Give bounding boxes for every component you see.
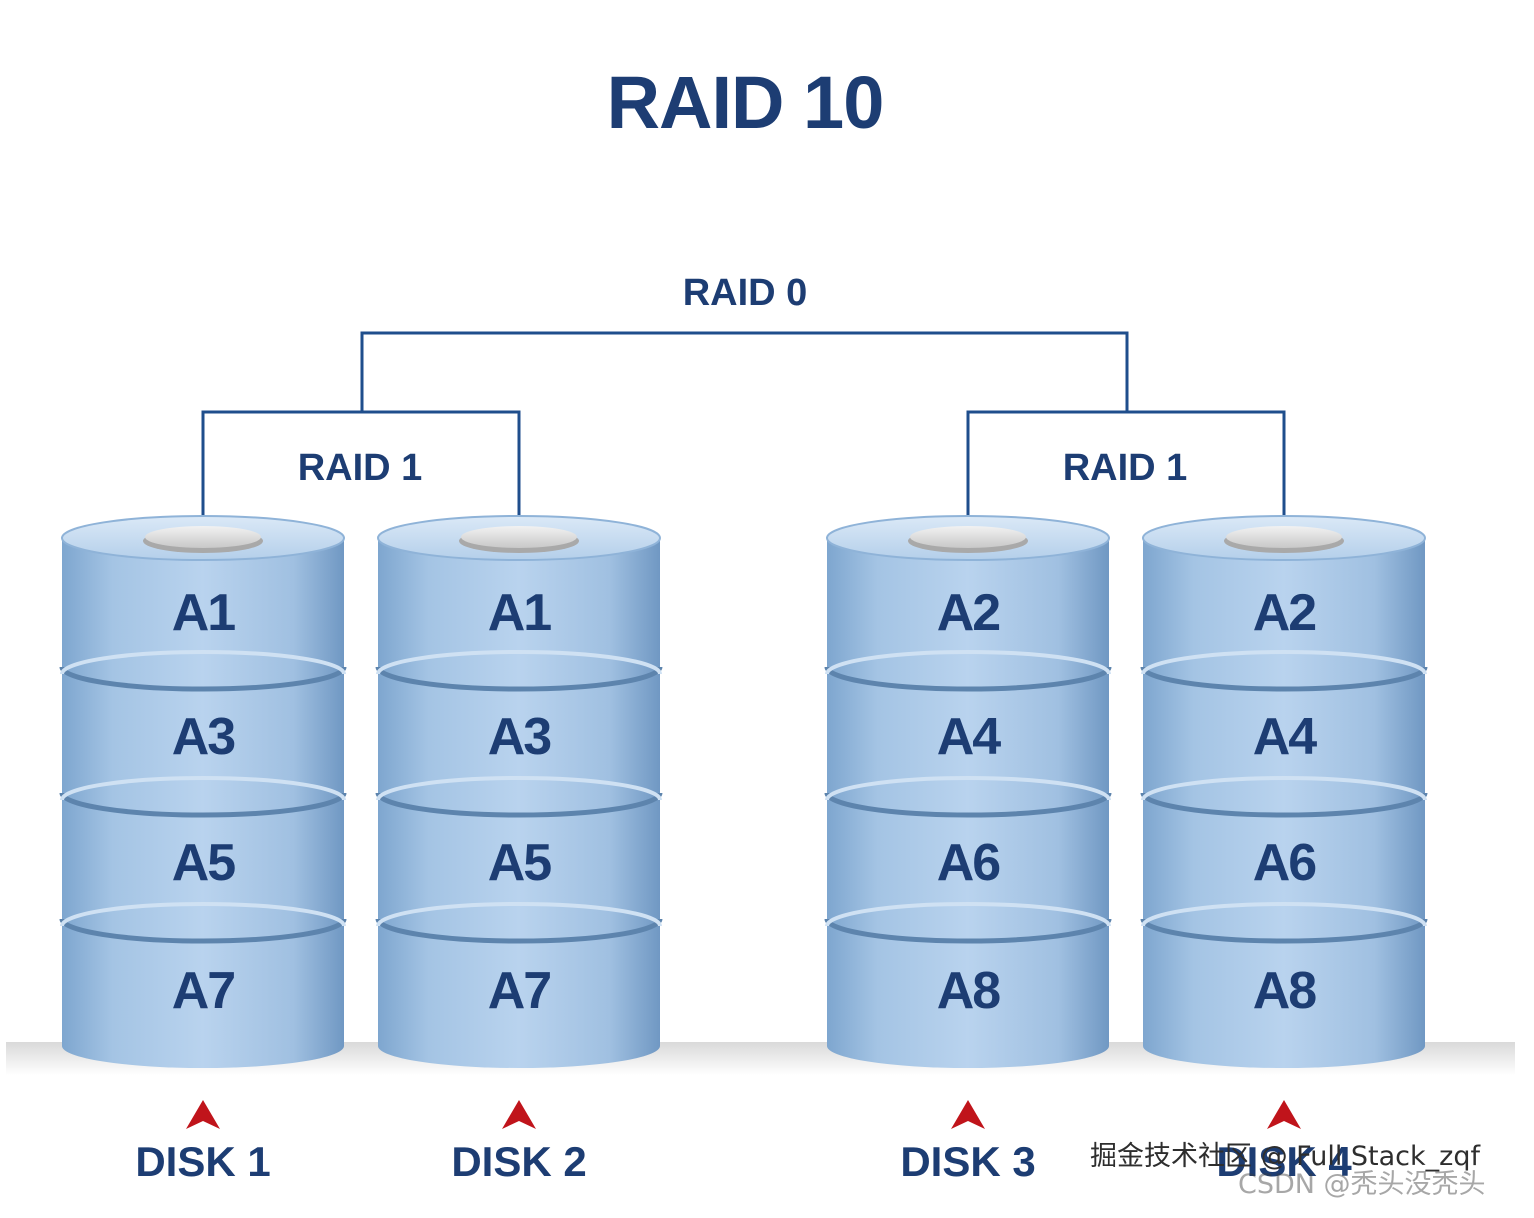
disk-band-divider: [1140, 666, 1428, 692]
disk-block-label: A2: [1253, 584, 1316, 642]
raid0-label: RAID 0: [683, 272, 808, 314]
disk-band-divider: [375, 666, 663, 692]
disk-body: [1143, 538, 1425, 1068]
disk-band-highlight: [60, 650, 346, 675]
disk-body: [378, 538, 660, 1068]
disk-band-divider: [59, 792, 347, 818]
disk-block-label: A6: [937, 834, 1001, 892]
disk-pointer-arrow-icon: [951, 1100, 985, 1129]
disk-block-label: A7: [172, 962, 235, 1020]
raid1-label-right: RAID 1: [1063, 447, 1188, 489]
disk-band-highlight: [825, 650, 1111, 675]
disk-band-highlight: [1141, 776, 1427, 801]
disk-band-divider: [1140, 918, 1428, 944]
disk-name-label: DISK 2: [451, 1138, 586, 1185]
disk-band-highlight: [376, 650, 662, 675]
disk-band-divider: [1140, 792, 1428, 818]
disk-band-highlight: [376, 902, 662, 927]
disk-block-label: A8: [937, 962, 1001, 1020]
raid1-label-left: RAID 1: [298, 447, 423, 489]
disk-block-label: A8: [1253, 962, 1317, 1020]
disk-block-label: A4: [1253, 708, 1318, 766]
disk-band-highlight: [1141, 902, 1427, 927]
disk-pointer-arrow-icon: [186, 1100, 220, 1129]
disk-band-highlight: [825, 776, 1111, 801]
disk-band-highlight: [60, 902, 346, 927]
disk-block-label: A6: [1253, 834, 1317, 892]
disk-block-label: A5: [488, 834, 552, 892]
disk-block-label: A2: [937, 584, 1000, 642]
disk-band-divider: [375, 918, 663, 944]
disk-block-label: A4: [937, 708, 1002, 766]
disk-pointer-arrow-icon: [1267, 1100, 1301, 1129]
disk-name-label: DISK 4: [1216, 1138, 1352, 1185]
disk-band-divider: [824, 792, 1112, 818]
disk-band-divider: [59, 918, 347, 944]
raid0-connector: [360, 331, 1129, 412]
disk-spindle-cap: [145, 526, 261, 548]
disk-block-label: A3: [172, 708, 236, 766]
disk-band-divider: [824, 666, 1112, 692]
disk-spindle-cap: [910, 526, 1026, 548]
disk-body: [62, 538, 344, 1068]
disk-spindle-cap: [1226, 526, 1342, 548]
disk-block-label: A7: [488, 962, 551, 1020]
disk-spindle-cap: [461, 526, 577, 548]
disk-band-divider: [824, 918, 1112, 944]
csdn-watermark: CSDN @秃头没秃头: [1238, 1169, 1486, 1200]
disk-block-label: A5: [172, 834, 236, 892]
disk-name-label: DISK 3: [900, 1138, 1035, 1185]
disk-block-label: A1: [172, 584, 236, 642]
disk-band-highlight: [825, 902, 1111, 927]
disk-pointer-arrow-icon: [502, 1100, 536, 1129]
disk-band-highlight: [1141, 650, 1427, 675]
juejin-watermark: 掘金技术社区 @ Full Stack_zqf: [1090, 1141, 1480, 1172]
diagram-title: RAID 10: [607, 61, 884, 144]
disk-band-highlight: [376, 776, 662, 801]
disk-band-highlight: [60, 776, 346, 801]
disk-band-divider: [59, 666, 347, 692]
raid1-right-connector: [966, 410, 1286, 527]
disk-name-label: DISK 1: [135, 1138, 270, 1185]
raid-connection-lines: [201, 331, 1286, 527]
disk-block-label: A1: [488, 584, 552, 642]
disk-body: [827, 538, 1109, 1068]
disk-band-divider: [375, 792, 663, 818]
raid1-left-connector: [201, 410, 521, 527]
disk-block-label: A3: [488, 708, 552, 766]
